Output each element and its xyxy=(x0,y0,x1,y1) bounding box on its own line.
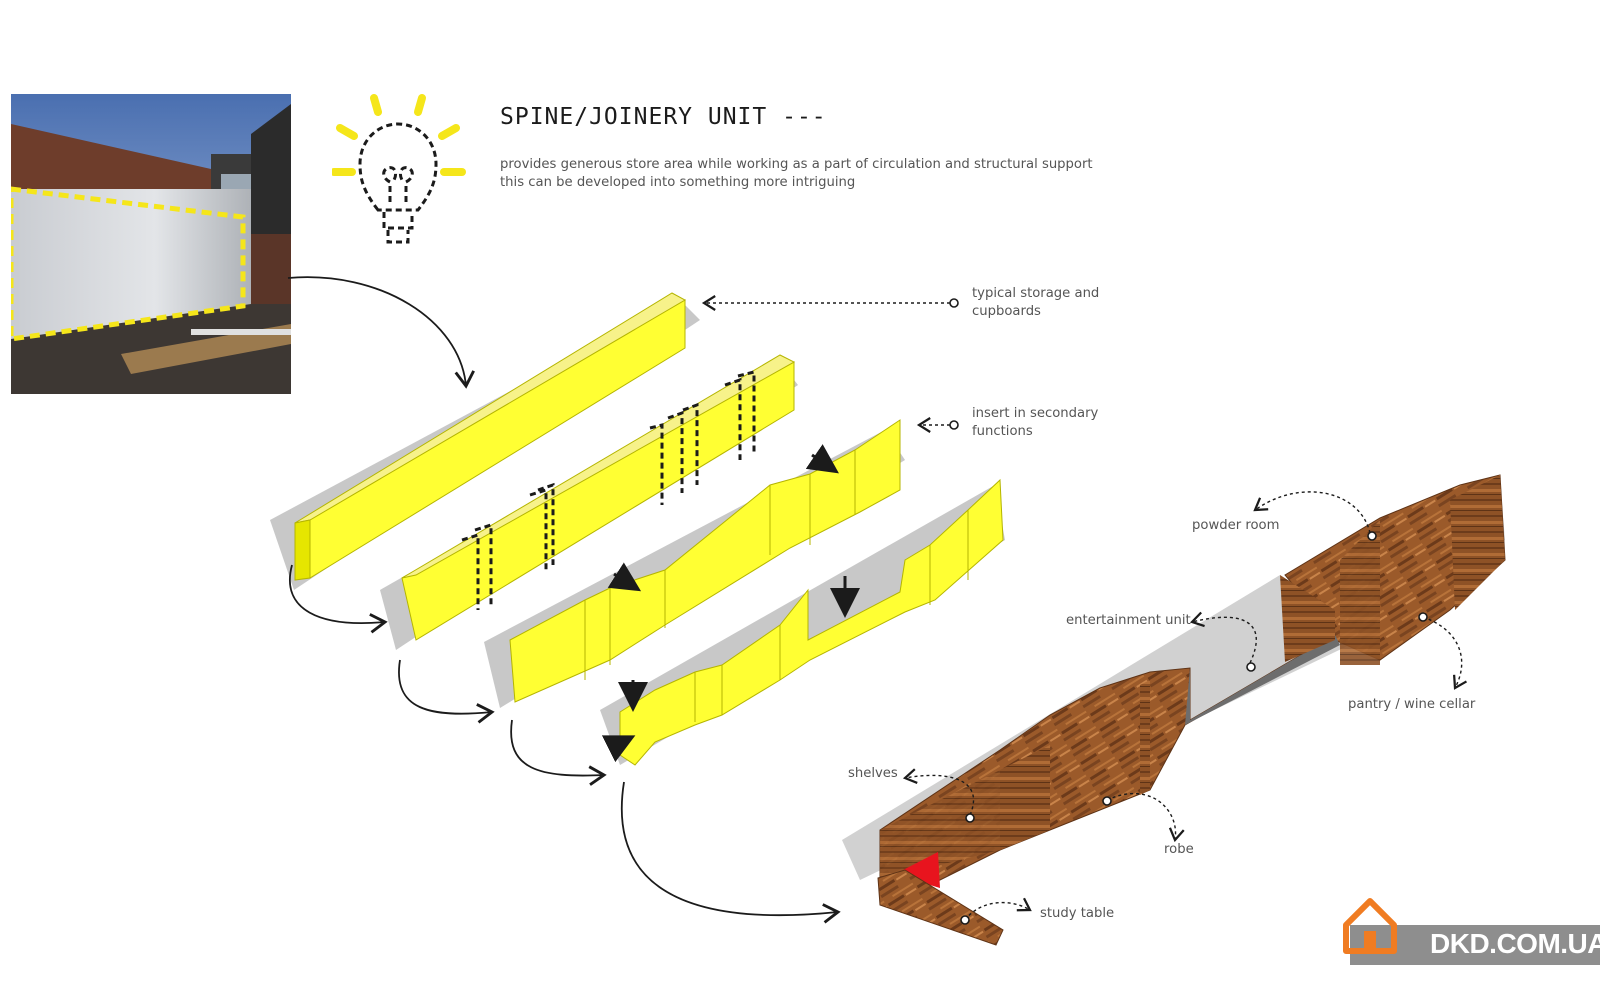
label-robe: robe xyxy=(1164,842,1194,857)
label-entertainment-unit: entertainment unit xyxy=(1066,613,1191,628)
label-insert-line-2: functions xyxy=(972,424,1033,439)
label-storage-line-1: typical storage and xyxy=(972,286,1100,301)
block-cutaway xyxy=(600,478,1005,766)
leader-lines xyxy=(701,295,1468,921)
label-study-table: study table xyxy=(1040,906,1115,921)
label-shelves: shelves xyxy=(848,766,898,781)
label-insert: insert in secondary functions xyxy=(972,405,1098,441)
label-storage: typical storage and cupboards xyxy=(972,285,1099,321)
watermark-text: DKD.COM.UA xyxy=(1430,928,1600,959)
flow-arrows xyxy=(287,276,841,924)
block-dashed xyxy=(380,354,798,650)
diagram-description: provides generous store area while worki… xyxy=(500,156,1093,192)
lightbulb-icon xyxy=(332,94,466,244)
label-pantry: pantry / wine cellar xyxy=(1348,697,1476,712)
leader-endpoints xyxy=(949,298,1428,925)
block-storage xyxy=(270,292,700,590)
home-logo-icon xyxy=(1343,898,1397,954)
label-insert-line-1: insert in secondary xyxy=(972,406,1099,421)
timber-model xyxy=(842,474,1506,946)
description-line-2: this can be developed into something mor… xyxy=(500,175,856,190)
label-storage-line-2: cupboards xyxy=(972,304,1041,319)
diagram-title: SPINE/JOINERY UNIT --- xyxy=(500,104,827,130)
description-line-1: provides generous store area while worki… xyxy=(500,157,1093,172)
block-insert xyxy=(484,419,905,708)
site-photo xyxy=(11,94,291,394)
label-powder-room: powder room xyxy=(1192,518,1280,533)
